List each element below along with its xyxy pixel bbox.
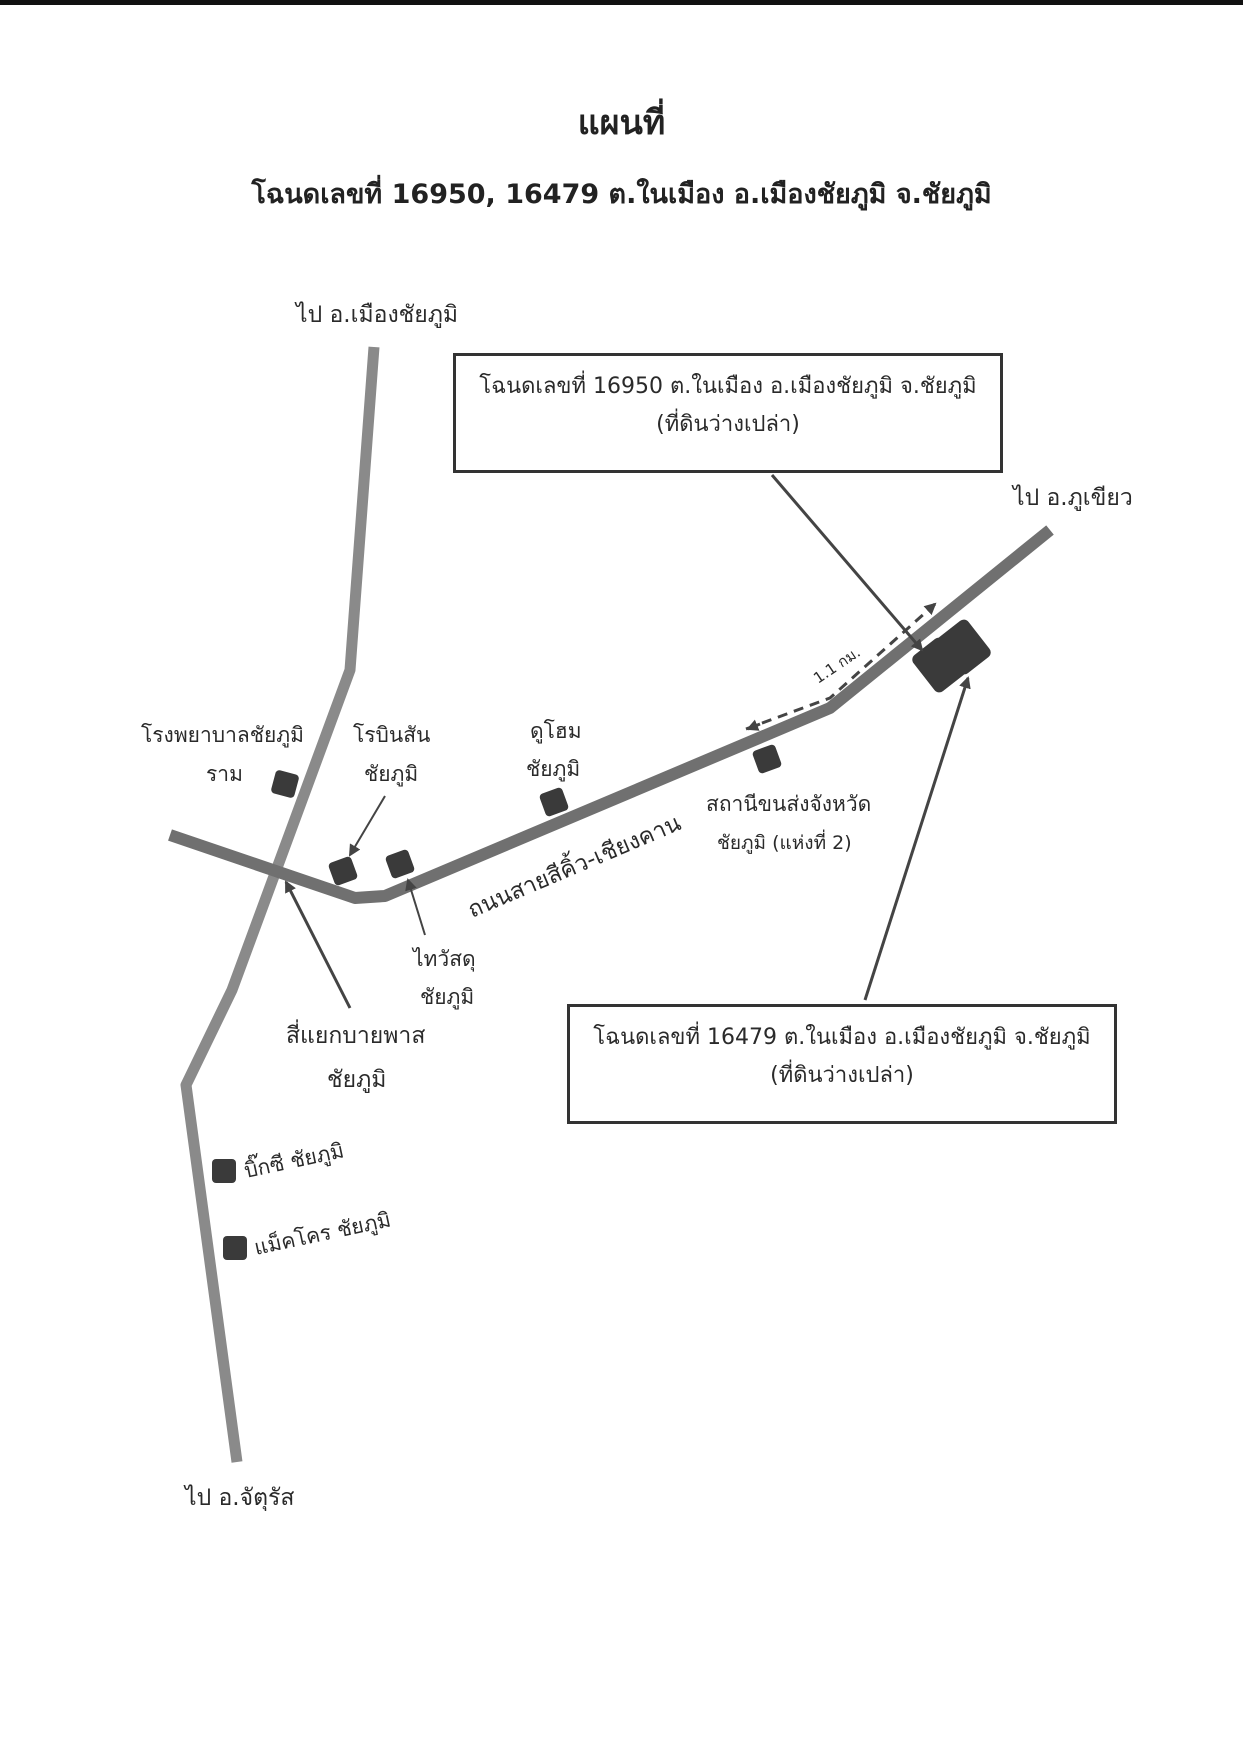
intersection-label-line2: ชัยภูมิ [327,1067,386,1093]
thaiwatsadu-label-line2: ชัยภูมิ [420,985,474,1010]
direction-north-label: ไป อ.เมืองชัยภูมิ [294,301,458,328]
parcel-16950-box-line2: (ที่ดินว่างเปล่า) [656,412,800,437]
bus-station-marker [752,744,782,774]
hospital-label-line1: โรงพยาบาลชัยภูมิ [141,723,304,748]
thaiwatsadu-pointer-arrow [405,878,426,936]
distance-dashed-arrow-back [746,719,761,731]
makro-marker [223,1236,247,1260]
robinson-marker [328,856,358,886]
parcel-16479-box-line2: (ที่ดินว่างเปล่า) [770,1063,914,1088]
hospital-marker [271,770,299,798]
box2-pointer-arrow [863,676,971,1001]
road-label: ถนนสายสีคิ้ว-เชียงคาน [463,806,685,923]
thaiwatsadu-marker [385,849,415,879]
parcel-16479-box-line1: โฉนดเลขที่ 16479 ต.ในเมือง อ.เมืองชัยภูม… [593,1025,1091,1050]
parcel-16479-marker [937,619,991,675]
intersection-pointer-arrow [284,880,352,1009]
distance-dashed-arrow [745,602,937,731]
dohome-marker [539,787,569,817]
parcel-16950-box-line1: โฉนดเลขที่ 16950 ต.ในเมือง อ.เมืองชัยภูม… [479,374,977,399]
box1-pointer-arrow [770,474,924,652]
makro-label: แม็คโคร ชัยภูมิ [252,1206,394,1261]
page-subtitle: โฉนดเลขที่ 16950, 16479 ต.ในเมือง อ.เมือ… [251,179,992,210]
direction-south-label: ไป อ.จัตุรัส [183,1484,294,1511]
dohome-label-line1: ดูโฮม [530,719,582,744]
thaiwatsadu-label-line1: ไทวัสดุ [411,947,476,972]
parcel-16950-box: โฉนดเลขที่ 16950 ต.ในเมือง อ.เมืองชัยภูม… [453,353,1003,473]
page-title: แผนที่ [577,103,666,143]
bus-station-label-line2: ชัยภูมิ (แห่งที่ 2) [717,829,852,854]
bigc-marker [212,1159,236,1183]
bigc-label: บิ๊กซี ชัยภูมิ [241,1134,346,1183]
robinson-label-line2: ชัยภูมิ [364,762,418,787]
direction-northeast-label: ไป อ.ภูเขียว [1011,484,1133,511]
intersection-label-line1: สี่แยกบายพาส [286,1019,425,1049]
road-north-south [180,346,380,1463]
robinson-label-line1: โรบินสัน [353,723,430,747]
scan-edge [0,0,1243,5]
hospital-label-line2: ราม [206,762,243,786]
road-east-west [168,525,1054,904]
parcel-16479-box: โฉนดเลขที่ 16479 ต.ในเมือง อ.เมืองชัยภูม… [567,1004,1117,1124]
dohome-label-line2: ชัยภูมิ [526,757,580,782]
robinson-pointer-arrow [348,795,386,857]
bus-station-label-line1: สถานีขนส่งจังหวัด [706,792,871,816]
